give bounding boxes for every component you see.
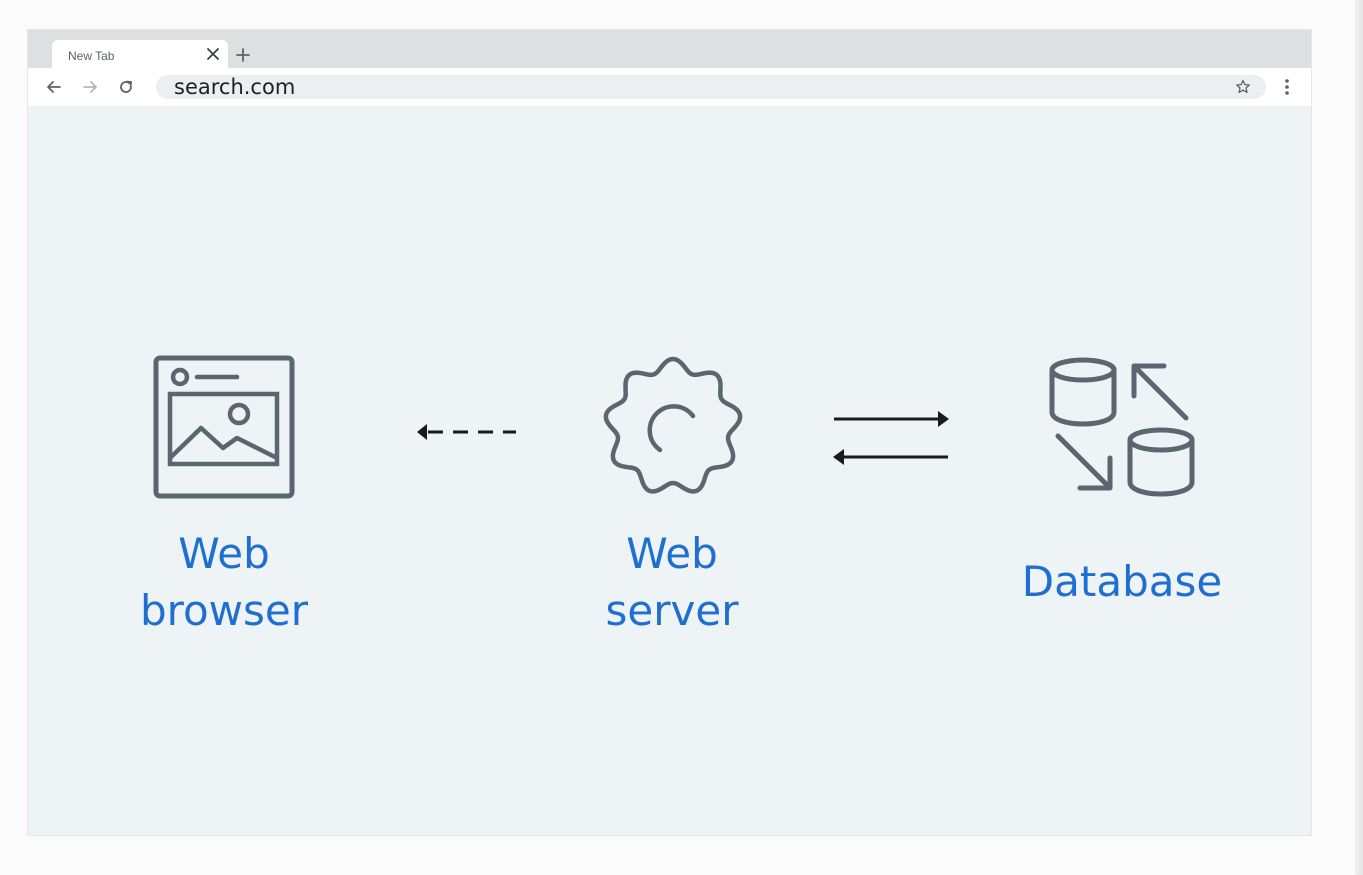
reload-icon[interactable] <box>116 77 136 97</box>
arrows-server-database <box>828 404 954 470</box>
slide-edge <box>1355 0 1363 875</box>
web-server-label-line1: Web <box>626 529 718 578</box>
new-tab-icon[interactable] <box>234 46 252 64</box>
menu-dots-icon[interactable] <box>1278 77 1296 97</box>
web-server-label: Web server <box>572 525 772 639</box>
web-browser-label: Web browser <box>124 525 324 639</box>
url-text: search.com <box>174 75 296 99</box>
web-browser-node <box>150 352 300 502</box>
close-icon[interactable] <box>204 45 222 63</box>
tab-title: New Tab <box>68 49 115 63</box>
browser-window-image-icon <box>150 352 300 502</box>
database-label: Database <box>1021 557 1223 606</box>
tab-new-tab[interactable]: New Tab <box>52 40 228 68</box>
browser-window: New Tab <box>28 30 1311 835</box>
gear-icon <box>598 352 748 502</box>
back-arrow-icon[interactable] <box>44 77 64 97</box>
database-sync-icon <box>1044 352 1200 502</box>
toolbar: search.com <box>28 68 1311 106</box>
database-node <box>1044 352 1200 502</box>
tab-strip: New Tab <box>28 30 1311 68</box>
dashed-arrow-server-to-browser <box>410 420 522 444</box>
web-browser-label-line2: browser <box>139 586 309 635</box>
web-server-node <box>598 352 748 502</box>
bookmark-star-icon[interactable] <box>1234 78 1252 96</box>
web-server-label-line2: server <box>605 586 739 635</box>
web-browser-label-line1: Web <box>178 529 270 578</box>
forward-arrow-icon[interactable] <box>80 77 100 97</box>
address-bar[interactable]: search.com <box>156 75 1266 99</box>
